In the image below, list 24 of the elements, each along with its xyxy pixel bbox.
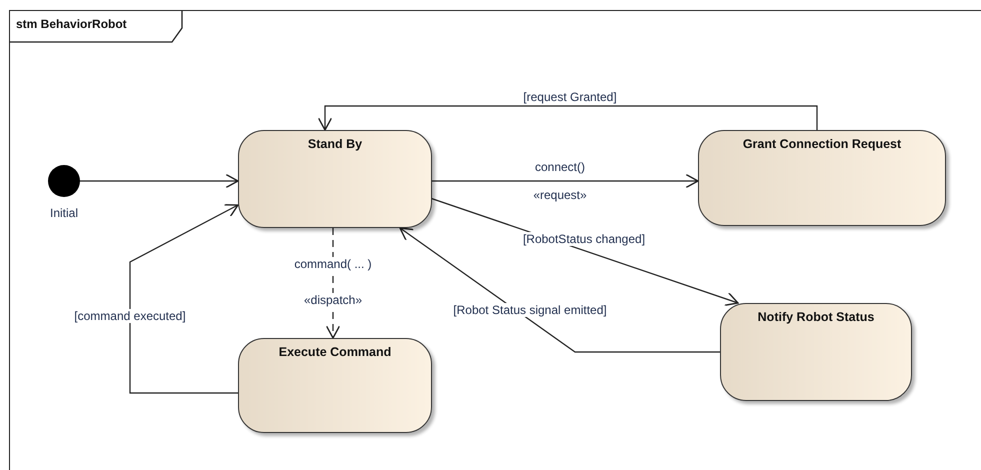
- state-box: [238, 338, 432, 433]
- edge-label: [Robot Status signal emitted]: [451, 303, 609, 317]
- transition-arrow: [80, 174, 239, 188]
- state-box: [698, 130, 946, 226]
- state-name: Notify Robot Status: [758, 310, 874, 324]
- state-caption: Initial: [50, 206, 78, 220]
- edge-label: connect(): [532, 160, 588, 174]
- state-name: Grant Connection Request: [742, 137, 902, 151]
- transition-arrow: [399, 227, 720, 353]
- edge-label: [command executed]: [72, 309, 188, 323]
- edge-label: [request Granted]: [521, 90, 619, 104]
- state-box: [238, 130, 432, 228]
- stereotype-label: «dispatch»: [302, 293, 364, 307]
- transition-arrow: [432, 174, 699, 188]
- frame-title: stm BehaviorRobot: [16, 17, 127, 31]
- edge-label: command( ... ): [292, 257, 374, 271]
- edge-label: [RobotStatus changed]: [520, 232, 648, 246]
- stereotype-label: «request»: [531, 188, 589, 202]
- transition-arrow: [318, 105, 818, 131]
- initial-state: [48, 165, 80, 197]
- state-box: [720, 303, 912, 401]
- state-name: Execute Command: [278, 345, 392, 359]
- transition-arrow: [129, 204, 239, 394]
- state-name: Stand By: [308, 137, 362, 151]
